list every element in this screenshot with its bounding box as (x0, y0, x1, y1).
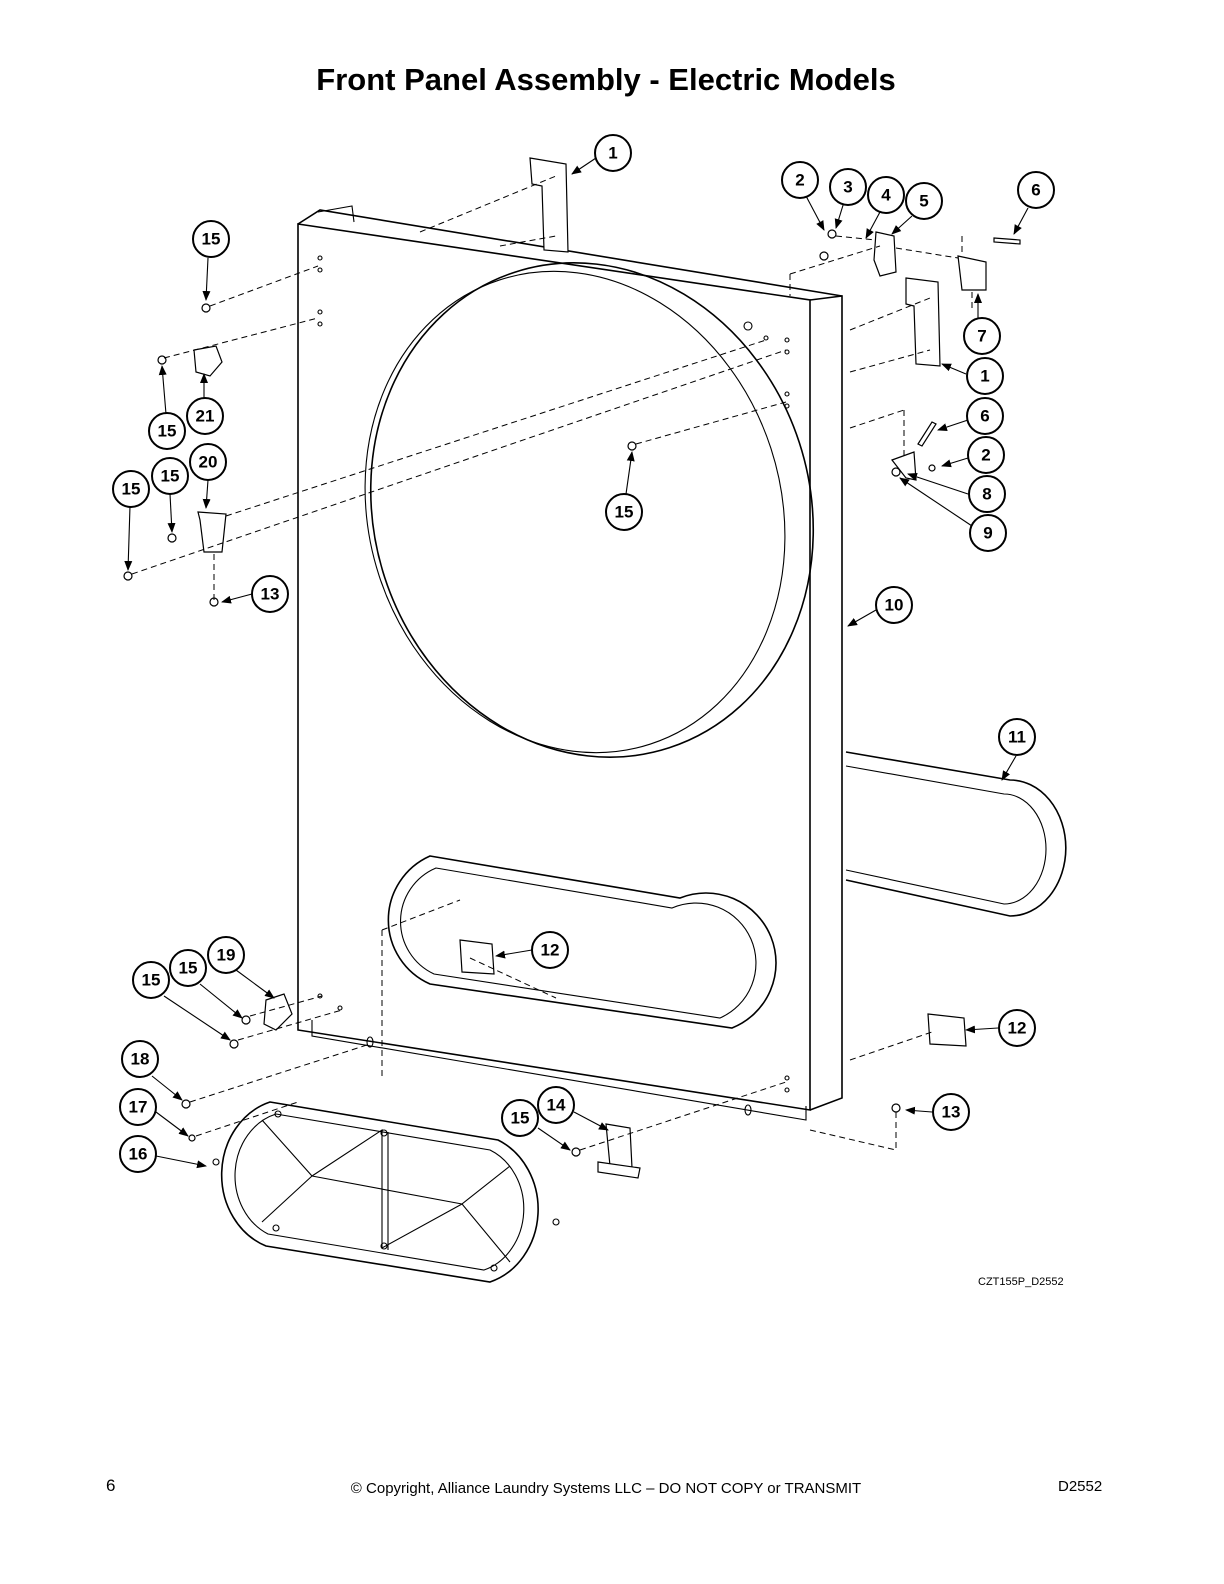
callout-15-c: 15 (151, 457, 189, 495)
callout-15-h: 15 (501, 1099, 539, 1137)
callout-15-g: 15 (132, 961, 170, 999)
lint-opening (387, 855, 777, 1029)
callout-19: 19 (207, 936, 245, 974)
assembly-lines (131, 175, 973, 1151)
callout-12-center: 12 (531, 931, 569, 969)
leader-arrows (124, 157, 1029, 1169)
callout-15-e: 15 (605, 493, 643, 531)
callout-15-f: 15 (169, 949, 207, 987)
svg-text:1: 1 (980, 367, 989, 386)
svg-text:3: 3 (843, 178, 852, 197)
callout-7: 7 (963, 317, 1001, 355)
door-opening (364, 262, 815, 758)
svg-text:16: 16 (129, 1145, 148, 1164)
rail-assembly (845, 751, 1067, 917)
callout-5: 5 (905, 182, 943, 220)
callout-15-b: 15 (148, 412, 186, 450)
svg-text:2: 2 (795, 171, 804, 190)
callout-8: 8 (968, 475, 1006, 513)
svg-text:15: 15 (158, 422, 177, 441)
callout-16: 16 (119, 1135, 157, 1173)
svg-text:15: 15 (161, 467, 180, 486)
svg-text:15: 15 (615, 503, 634, 522)
hardware-parts (123, 157, 1021, 1179)
callout-1-right: 1 (966, 357, 1004, 395)
callout-1-top: 1 (594, 134, 632, 172)
page-title: Front Panel Assembly - Electric Models (316, 62, 896, 97)
svg-text:15: 15 (511, 1109, 530, 1128)
svg-text:15: 15 (122, 480, 141, 499)
callout-11: 11 (998, 718, 1036, 756)
callout-12-right: 12 (998, 1009, 1036, 1047)
svg-text:18: 18 (131, 1050, 150, 1069)
svg-text:12: 12 (541, 941, 560, 960)
svg-text:4: 4 (881, 186, 891, 205)
callout-2-top: 2 (781, 161, 819, 199)
callout-4: 4 (867, 176, 905, 214)
svg-text:19: 19 (217, 946, 236, 965)
svg-text:21: 21 (196, 407, 215, 426)
svg-text:20: 20 (199, 453, 218, 472)
drawing-id: CZT155P_D2552 (978, 1276, 1064, 1288)
callout-21: 21 (186, 397, 224, 435)
callout-15-d: 15 (112, 470, 150, 508)
svg-text:8: 8 (982, 485, 991, 504)
callout-18: 18 (121, 1040, 159, 1078)
svg-text:9: 9 (983, 524, 992, 543)
svg-text:6: 6 (1031, 181, 1040, 200)
callout-9: 9 (969, 514, 1007, 552)
svg-text:13: 13 (942, 1103, 961, 1122)
page-number: 6 (106, 1476, 116, 1495)
svg-text:6: 6 (980, 407, 989, 426)
lint-screen (212, 1101, 560, 1283)
svg-text:2: 2 (981, 446, 990, 465)
svg-text:14: 14 (547, 1096, 566, 1115)
callout-6-top: 6 (1017, 171, 1055, 209)
svg-text:15: 15 (202, 230, 221, 249)
callout-10: 10 (875, 586, 913, 624)
callout-13-right: 13 (932, 1093, 970, 1131)
svg-text:1: 1 (608, 144, 617, 163)
callout-13-left: 13 (251, 575, 289, 613)
callout-14: 14 (537, 1086, 575, 1124)
callout-17: 17 (119, 1088, 157, 1126)
svg-text:7: 7 (977, 327, 986, 346)
svg-text:10: 10 (885, 596, 904, 615)
svg-text:17: 17 (129, 1098, 148, 1117)
svg-text:15: 15 (179, 959, 198, 978)
callout-15-a: 15 (192, 220, 230, 258)
svg-text:13: 13 (261, 585, 280, 604)
front-panel (297, 205, 843, 1121)
document-number: D2552 (1058, 1478, 1103, 1495)
svg-text:12: 12 (1008, 1019, 1027, 1038)
callout-bubbles: 1 2 3 4 5 6 7 1 6 2 8 9 10 11 12 12 13 1… (112, 134, 1055, 1173)
svg-text:5: 5 (919, 192, 928, 211)
callout-3: 3 (829, 168, 867, 206)
copyright-notice: © Copyright, Alliance Laundry Systems LL… (350, 1480, 862, 1497)
svg-text:11: 11 (1008, 728, 1026, 747)
callout-20: 20 (189, 443, 227, 481)
callout-6-right: 6 (966, 397, 1004, 435)
callout-2-right: 2 (967, 436, 1005, 474)
svg-text:15: 15 (142, 971, 161, 990)
